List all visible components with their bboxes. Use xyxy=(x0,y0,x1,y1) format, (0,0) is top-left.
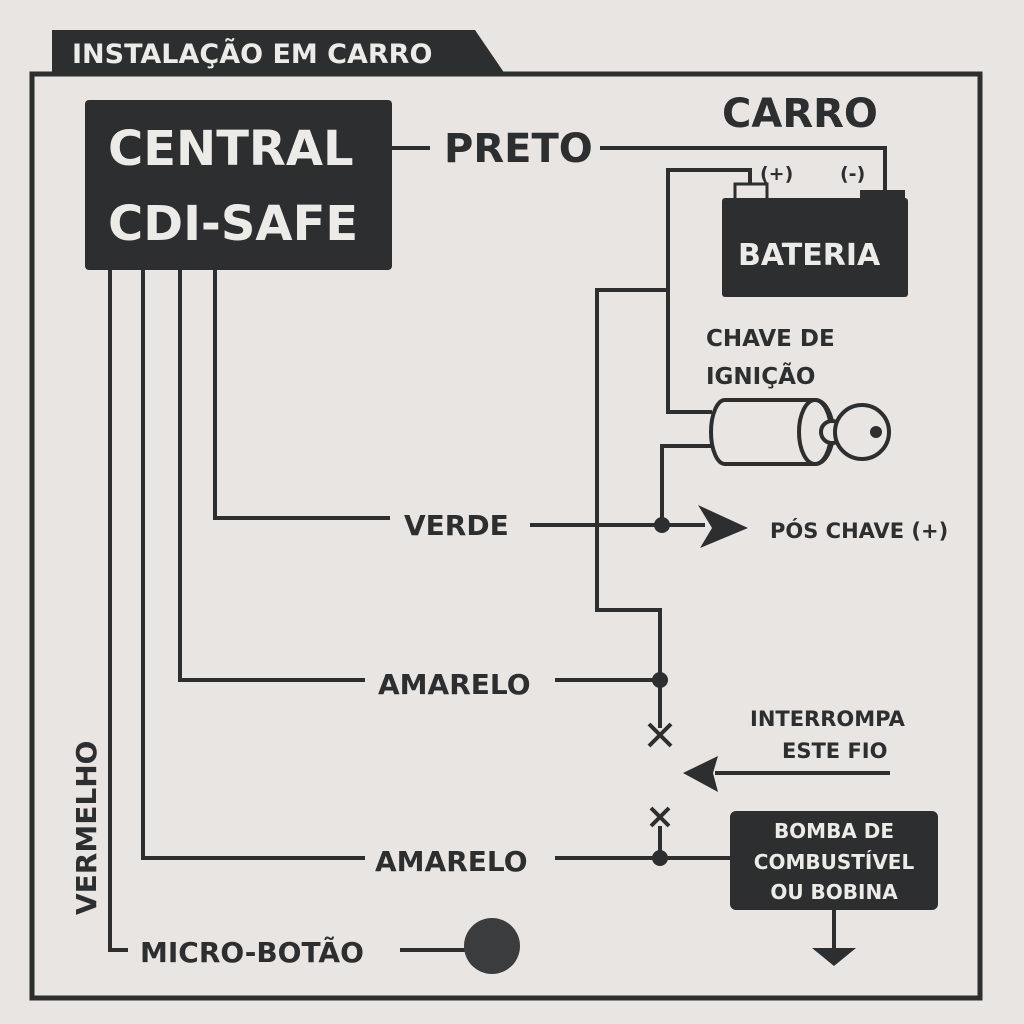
carro-label: CARRO xyxy=(722,91,878,137)
battery-body xyxy=(722,198,908,297)
junction-dot xyxy=(652,672,668,688)
central-label-1: CENTRAL xyxy=(108,121,354,177)
ignition-label-2: IGNIÇÃO xyxy=(706,362,815,390)
pos-chave-label: PÓS CHAVE (+) xyxy=(770,518,948,543)
battery-positive-label: (+) xyxy=(760,163,793,185)
wire-preto xyxy=(392,146,887,196)
pump-label-2: COMBUSTÍVEL xyxy=(754,850,915,874)
battery-negative-label: (-) xyxy=(840,163,865,185)
wire-label-vermelho: VERMELHO xyxy=(70,741,103,915)
wire-label-preto: PRETO xyxy=(444,126,593,172)
central-label-2: CDI-SAFE xyxy=(108,196,358,252)
wire-ignition-out xyxy=(660,444,712,525)
pump-box xyxy=(730,811,938,910)
cut-x-icon xyxy=(649,806,671,828)
wire-battery-bypass xyxy=(595,288,668,680)
arrow-right-icon xyxy=(698,505,748,548)
central-box xyxy=(85,100,392,270)
wire-vermelho xyxy=(108,270,128,952)
wire-verde xyxy=(213,270,390,520)
micro-button-icon xyxy=(464,918,520,974)
interrupt-label-2: ESTE FIO xyxy=(782,739,887,763)
pump-label-3: OU BOBINA xyxy=(770,880,898,904)
wire-battery-ignition xyxy=(666,168,752,414)
junction-dot xyxy=(652,850,668,866)
arrow-left-icon xyxy=(683,756,718,792)
wire-label-verde: VERDE xyxy=(404,509,509,542)
micro-botao-label: MICRO-BOTÃO xyxy=(140,935,364,969)
junction-dot xyxy=(654,517,670,533)
title-tab xyxy=(52,30,505,74)
cut-x-icon xyxy=(647,722,673,748)
wire-label-amarelo-1: AMARELO xyxy=(378,668,531,701)
ignition-label-1: CHAVE DE xyxy=(706,326,835,352)
pump-label-1: BOMBA DE xyxy=(774,819,894,843)
wire-amarelo-2 xyxy=(141,270,365,860)
wire-amarelo-1 xyxy=(178,270,365,682)
battery-label: BATERIA xyxy=(738,238,881,273)
ground-icon xyxy=(812,910,856,966)
battery xyxy=(722,182,908,297)
diagram-title: INSTALAÇÃO EM CARRO xyxy=(72,38,432,70)
interrupt-label-1: INTERROMPA xyxy=(750,707,906,731)
wire-label-amarelo-2: AMARELO xyxy=(375,845,528,878)
diagram-frame xyxy=(29,71,983,1001)
ignition-switch-icon xyxy=(709,398,891,466)
